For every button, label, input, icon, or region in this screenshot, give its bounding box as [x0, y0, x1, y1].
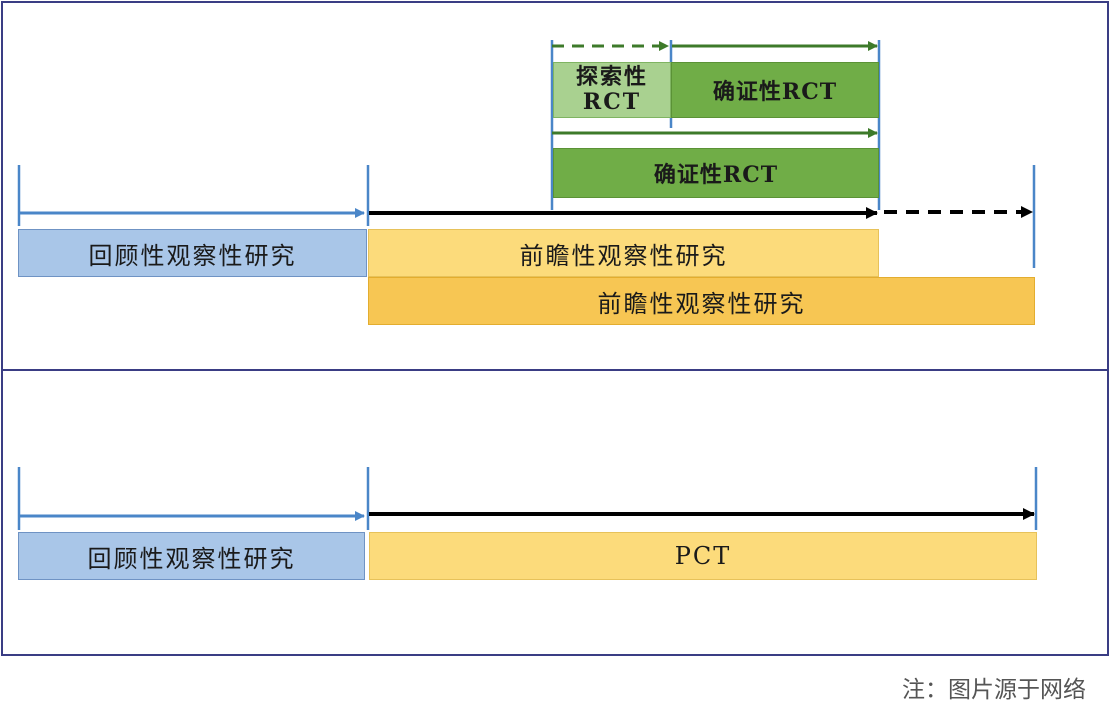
bottom-timeline-ticks — [17, 467, 1038, 530]
bottom-diagram-panel — [1, 369, 1109, 656]
prospective-study-extended-label: 前瞻性观察性研究 — [597, 289, 806, 318]
exploratory-rct-line2: RCT — [582, 89, 642, 115]
bottom-retrospective-study-label: 回顾性观察性研究 — [87, 544, 296, 573]
prospective-study-label: 前瞻性观察性研究 — [519, 241, 728, 270]
prospective-study-box: 前瞻性观察性研究 — [368, 229, 879, 277]
source-note: 注：图片源于网络 — [902, 677, 1086, 703]
pct-label: PCT — [674, 542, 732, 570]
prospective-study-extended-box: 前瞻性观察性研究 — [368, 277, 1035, 325]
retrospective-study-label: 回顾性观察性研究 — [88, 241, 297, 270]
confirmatory-rct-lower-box: 确证性RCT — [553, 148, 879, 198]
confirmatory-rct-upper-label: 确证性RCT — [712, 79, 838, 105]
bottom-retrospective-study-box: 回顾性观察性研究 — [18, 532, 365, 580]
retrospective-study-box: 回顾性观察性研究 — [18, 229, 367, 277]
exploratory-rct-line1: 探索性 — [575, 64, 648, 90]
exploratory-rct-box: 探索性 RCT — [553, 62, 671, 118]
confirmatory-rct-upper-box: 确证性RCT — [671, 62, 879, 118]
confirmatory-rct-lower-label: 确证性RCT — [653, 162, 779, 188]
pct-box: PCT — [369, 532, 1037, 580]
